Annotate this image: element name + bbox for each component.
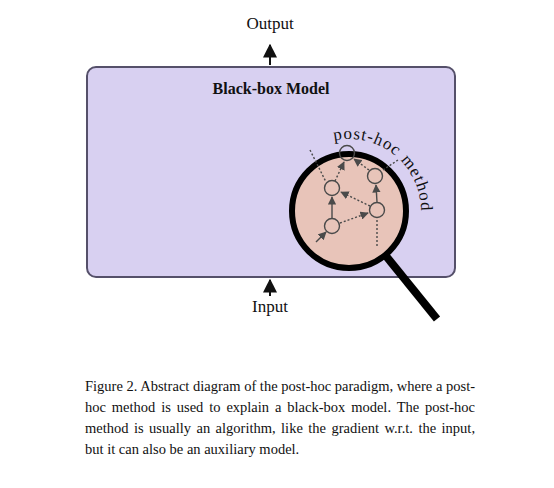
output-arrow bbox=[269, 45, 271, 65]
neuron bbox=[325, 219, 340, 234]
magnifier-lens bbox=[292, 154, 406, 268]
network-line bbox=[383, 160, 398, 170]
network-arrow bbox=[316, 232, 326, 242]
network-arrow bbox=[331, 197, 332, 218]
figure-caption: Figure 2. Abstract diagram of the post-h… bbox=[85, 376, 475, 460]
box-title: Black-box Model bbox=[88, 80, 454, 98]
magnifier-handle bbox=[386, 256, 437, 319]
network-arrow bbox=[341, 192, 370, 206]
neuron bbox=[368, 169, 383, 184]
arc-text: post-hoc method bbox=[332, 124, 436, 212]
magnifier-shape: post-hoc method bbox=[249, 111, 449, 311]
network-arrow bbox=[354, 159, 369, 170]
model-box: Black-box Model post-hoc method bbox=[86, 66, 456, 278]
io-label: Output bbox=[220, 14, 320, 34]
io-label: Input bbox=[220, 297, 320, 317]
network-arrow bbox=[340, 213, 368, 223]
method-label: post-hoc method bbox=[332, 124, 436, 212]
magnifier-node: post-hoc method bbox=[249, 111, 449, 311]
neuron bbox=[340, 146, 355, 161]
network-arrow bbox=[376, 185, 377, 202]
network-line bbox=[310, 150, 326, 182]
network-line bbox=[376, 218, 377, 246]
input-arrow bbox=[269, 280, 271, 296]
neuron bbox=[370, 203, 385, 218]
neuron bbox=[325, 181, 340, 196]
network-arrow bbox=[335, 162, 344, 181]
network-illustration bbox=[310, 146, 398, 247]
